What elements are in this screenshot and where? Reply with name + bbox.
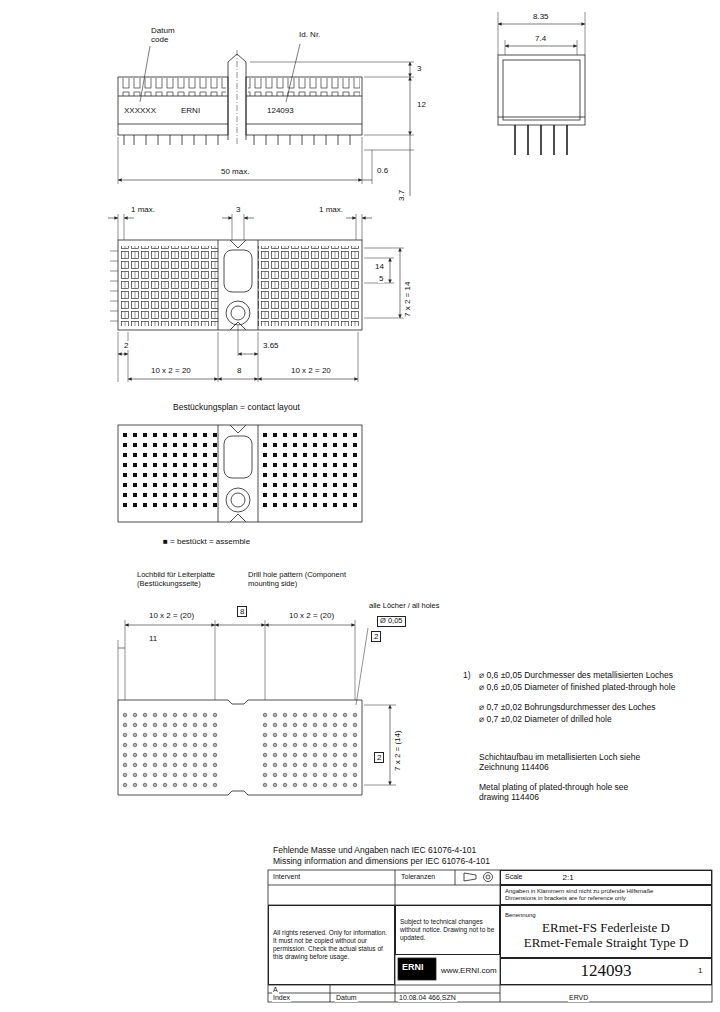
marking-text: XXXXXX [123, 106, 157, 115]
dimension-label: 8 [237, 606, 247, 617]
dimension-label: 7 x 2 = (14) [393, 729, 402, 772]
note-text: ⌀ 0,7 ±0,02 Bohrungsdurchmesser des Loch… [478, 703, 657, 713]
dimension-label: 10 x 2 = (20) [148, 611, 195, 620]
dimension-label: 8 [236, 366, 242, 375]
key-text: ■ = bestückt = assemble [162, 537, 251, 546]
note-text: Fehlende Masse und Angaben nach IEC 6107… [272, 846, 477, 856]
note-text: ⌀ 0,6 ±0,05 Diameter of finished plated-… [478, 683, 676, 693]
note-text: ⌀ 0,7 ±0,02 Diameter of drilled hole [478, 715, 613, 725]
dimension-label: 3 [416, 64, 422, 73]
dimension-label: 2 [123, 341, 129, 350]
marking-text: 124093 [266, 106, 295, 115]
note-text: Metal plating of plated-through hole see… [478, 783, 655, 803]
scale-cell-text: Scale [505, 873, 523, 882]
field-label: Datum [335, 994, 358, 1002]
web-address: www.ERNI.com [440, 966, 498, 975]
note-text: Missing information and dimensions per I… [272, 857, 491, 867]
note-cell: Angaben in Klammern sind nicht zu prüfen… [500, 885, 712, 905]
changes-cell-text: Subject to technical changes without not… [400, 918, 495, 941]
view-title: Drill hole pattern (Component mounting s… [247, 571, 359, 588]
note-text: ⌀ 0,6 ±0,05 Durchmesser des metallisiert… [478, 671, 674, 681]
tolerance-text: alle Löcher / all holes [368, 602, 440, 611]
dimension-label: 8.35 [532, 12, 550, 21]
field-label: Index [272, 994, 291, 1002]
sheet-number: 1 [697, 966, 703, 975]
dimension-label: 12 [416, 100, 427, 109]
revision-index: A [272, 986, 279, 994]
drawing-number-cell: 124093 [500, 958, 712, 985]
dimension-label: 14 [374, 262, 385, 271]
dimension-label: 10 x 2 = 20 [290, 366, 332, 375]
note-cell-text: Dimensions in brackets are for reference… [505, 895, 707, 902]
note-cell-text: Angaben in Klammern sind nicht zu prüfen… [505, 888, 707, 895]
scale-cell: Scale 2:1 [500, 870, 712, 885]
dimension-label: 7.4 [534, 34, 547, 43]
drawn-by: ERVD [568, 994, 589, 1002]
callout-text: Id. Nr. [298, 30, 321, 39]
dimension-label: 11 [148, 634, 158, 643]
dimension-label: 3.65 [262, 341, 280, 350]
view-title: Lochbild für Leiterplatte (Bestückungsse… [136, 571, 238, 588]
scale-cell-text: 2:1 [563, 873, 574, 882]
dimension-label: 10 x 2 = (20) [288, 611, 335, 620]
dimension-label: 50 max. [220, 167, 250, 176]
dimension-label: 5 [378, 274, 384, 283]
title-cell-text: ERmet-FS Federleiste D [505, 920, 707, 936]
view-title: Bestückungsplan = contact layout [172, 403, 301, 413]
tolerance-frame: Ø 0,05 [377, 616, 406, 627]
company-logo: ERNI [401, 962, 425, 972]
note-number: 1) [462, 671, 472, 681]
dimension-label: 10 x 2 = 20 [150, 366, 192, 375]
marking-text: ERNI [180, 106, 201, 115]
title-cell-text: ERmet-Female Straight Type D [505, 935, 707, 951]
dimension-label: 3 [235, 205, 241, 214]
dimension-label: 2 [374, 752, 384, 763]
title-cell: BenennungERmet-FS Federleiste DERmet-Fem… [500, 905, 712, 958]
callout-text: Datum code [150, 26, 186, 44]
dimension-label: 7 x 2 = 14 [403, 281, 412, 318]
drawing-number-cell-text: 124093 [505, 961, 707, 981]
dimension-label: 1 max. [318, 205, 344, 214]
dimension-label: 3.7 [397, 189, 406, 202]
changes-cell: Subject to technical changes without not… [395, 905, 500, 955]
field-label: Toleranzen [400, 873, 436, 881]
field-label: Intervent [272, 873, 301, 881]
dimension-label: 2 [371, 631, 381, 642]
title-cell-text: Benennung [505, 912, 707, 919]
revision-date: 10.08.04 466,SZN [398, 994, 457, 1002]
dimension-label: 1 max. [130, 205, 156, 214]
rights-cell-text: All rights reserved. Only for informatio… [273, 929, 390, 960]
dimension-label: 0.6 [376, 166, 389, 175]
note-text: Schichtaufbau im metallisierten Loch sie… [478, 753, 655, 773]
rights-cell: All rights reserved. Only for informatio… [268, 905, 395, 985]
